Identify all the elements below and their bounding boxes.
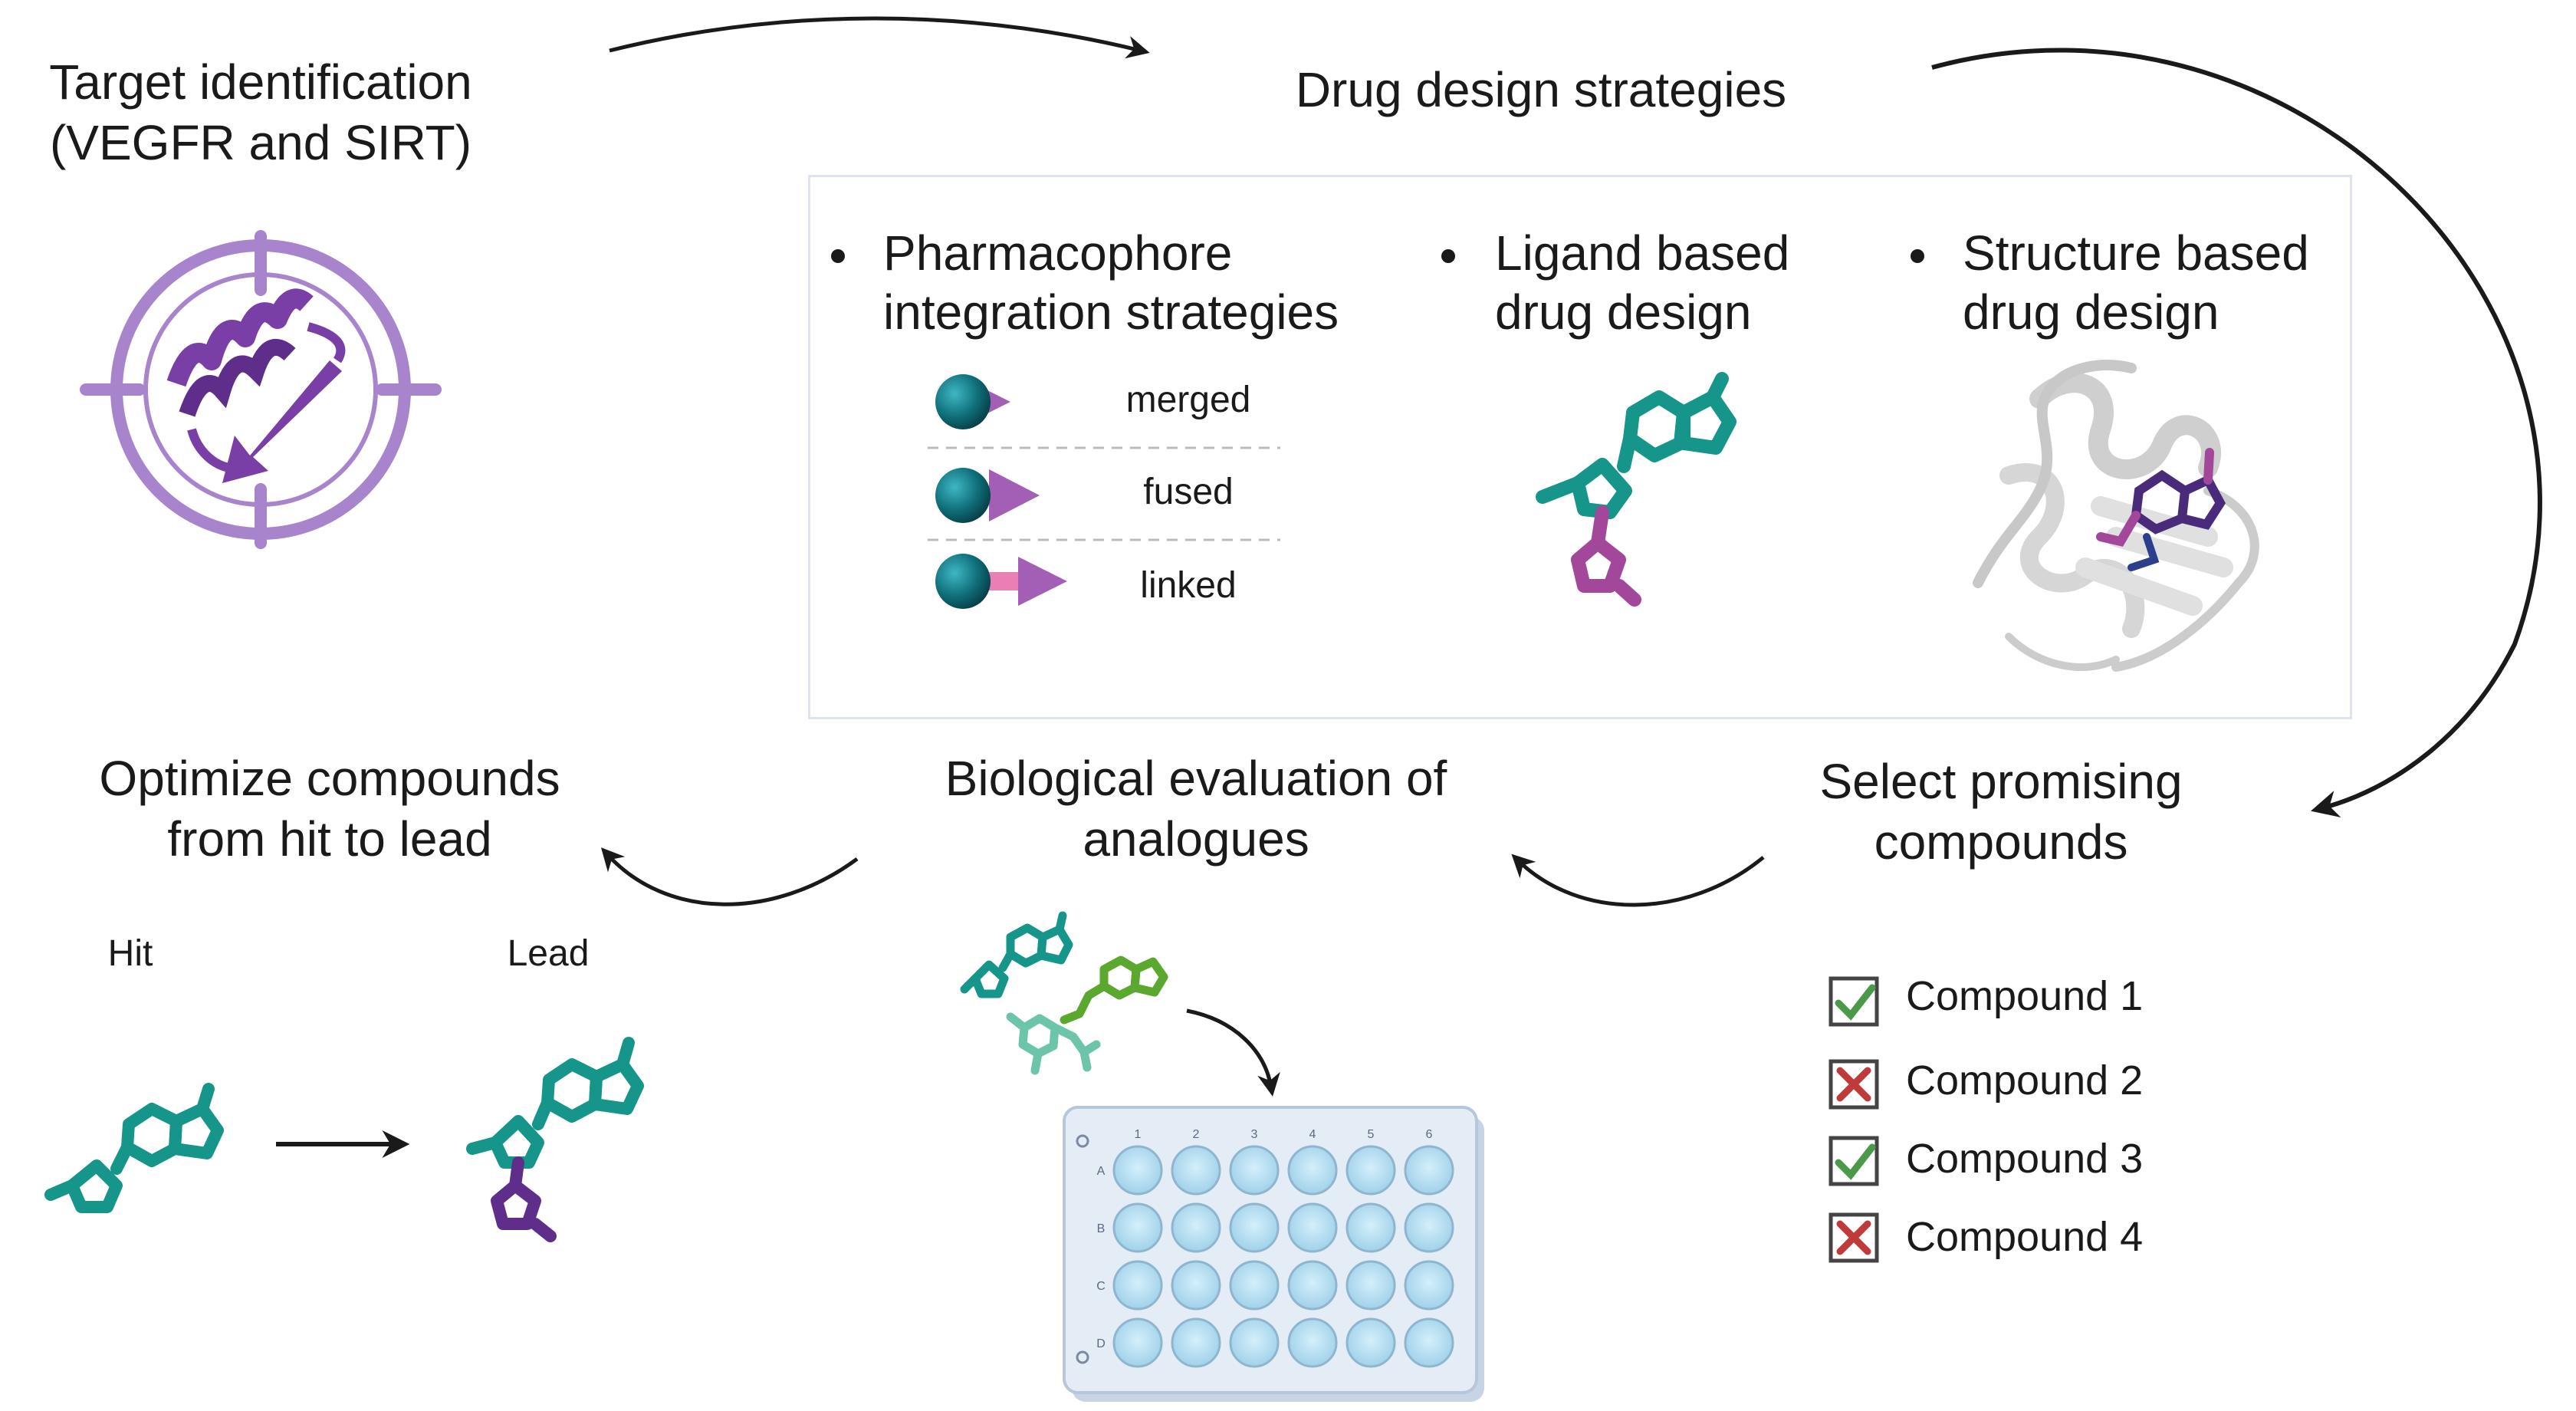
plate-well xyxy=(1171,1145,1221,1196)
target-line-2: (VEGFR and SIRT) xyxy=(49,115,472,171)
plate-well xyxy=(1404,1145,1454,1196)
select-line-2: compounds xyxy=(1874,814,2128,870)
target-line-1: Target identification xyxy=(49,54,472,110)
plate-well xyxy=(1229,1202,1280,1253)
arrow-target-to-design xyxy=(609,16,1150,59)
target-identification-label: Target identification (VEGFR and SIRT) xyxy=(15,52,506,174)
bio-line-1: Biological evaluation of xyxy=(945,751,1447,806)
mode-merged-label: merged xyxy=(1125,380,1251,420)
plate-well xyxy=(1287,1317,1338,1368)
compound-4-cross-icon xyxy=(1829,1212,1879,1263)
fused-icon xyxy=(935,468,1040,523)
hit-label: Hit xyxy=(107,933,153,974)
optimize-compounds-label: Optimize compounds from hit to lead xyxy=(46,748,613,870)
target-crosshair-icon xyxy=(80,230,442,549)
plate-well xyxy=(1346,1317,1396,1368)
strategy-3-line-1: Structure based xyxy=(1963,225,2309,281)
plate-well xyxy=(1346,1260,1396,1311)
merged-icon xyxy=(935,374,1010,429)
hit-molecule-icon xyxy=(44,1083,224,1213)
plate-well xyxy=(1346,1202,1396,1253)
mode-linked-label: linked xyxy=(1140,565,1237,606)
strategy-3-line-2: drug design xyxy=(1963,284,2220,340)
plate-column-label: 2 xyxy=(1193,1128,1200,1141)
protein-structure-icon xyxy=(1973,360,2259,672)
arrow-select-to-bio xyxy=(1511,854,1765,907)
bullet-1 xyxy=(831,249,845,263)
lead-molecule-icon xyxy=(466,1037,644,1242)
plate-well xyxy=(1112,1145,1163,1196)
plate-column-label: 6 xyxy=(1426,1128,1433,1141)
strategy-2-line-2: drug design xyxy=(1495,284,1752,340)
plate-row-label: B xyxy=(1097,1222,1106,1235)
plate-well xyxy=(1112,1202,1163,1253)
strategy-structure: Structure based drug design xyxy=(1963,224,2309,342)
plate-row-label: C xyxy=(1096,1280,1106,1293)
select-compounds-label: Select promising compounds xyxy=(1740,752,2262,873)
strategy-pharmacophore: Pharmacophore integration strategies xyxy=(883,224,1339,342)
strategy-ligand: Ligand based drug design xyxy=(1495,224,1789,342)
plate-well xyxy=(1287,1145,1338,1196)
plate-well xyxy=(1287,1202,1338,1253)
plate-column-label: 5 xyxy=(1368,1128,1375,1141)
plate-well xyxy=(1112,1317,1163,1368)
mode-fused-label: fused xyxy=(1143,472,1234,512)
plate-column-label: 4 xyxy=(1309,1128,1316,1141)
compound-4-label: Compound 4 xyxy=(1906,1214,2144,1260)
plate-well xyxy=(1171,1202,1221,1253)
plate-well xyxy=(1171,1317,1221,1368)
optimize-line-2: from hit to lead xyxy=(167,811,492,867)
optimize-line-1: Optimize compounds xyxy=(99,751,560,806)
compound-2-cross-icon xyxy=(1829,1059,1879,1110)
biological-evaluation-label: Biological evaluation of analogues xyxy=(882,748,1510,870)
compound-3-check-icon xyxy=(1829,1136,1879,1186)
plate-well xyxy=(1404,1260,1454,1311)
select-line-1: Select promising xyxy=(1819,754,2183,809)
plate-well xyxy=(1112,1260,1163,1311)
plate-well xyxy=(1287,1260,1338,1311)
well-plate-icon: 1 2 3 4 5 6 A B C D xyxy=(1063,1106,1484,1402)
strategy-1-line-2: integration strategies xyxy=(883,284,1339,340)
strategy-1-line-1: Pharmacophore xyxy=(883,225,1233,281)
strategy-2-line-1: Ligand based xyxy=(1495,225,1790,281)
plate-column-label: 1 xyxy=(1135,1128,1142,1141)
analogue-molecules-icon xyxy=(960,911,1168,1075)
plate-well xyxy=(1229,1145,1280,1196)
bullet-2 xyxy=(1441,249,1455,263)
lead-label: Lead xyxy=(507,933,590,974)
plate-row-label: D xyxy=(1096,1337,1106,1350)
plate-well xyxy=(1404,1317,1454,1368)
compound-1-check-icon xyxy=(1829,976,1879,1027)
ligand-molecule-icon xyxy=(1536,372,1737,607)
plate-column-label: 3 xyxy=(1251,1128,1258,1141)
plate-row-label: A xyxy=(1097,1165,1106,1178)
plate-well xyxy=(1229,1317,1280,1368)
drug-design-title-text: Drug design strategies xyxy=(1295,62,1787,117)
plate-well xyxy=(1229,1260,1280,1311)
compound-2-label: Compound 2 xyxy=(1906,1057,2144,1103)
arrow-to-plate xyxy=(1186,1008,1280,1097)
bullet-3 xyxy=(1911,249,1924,263)
arrow-design-to-select xyxy=(1931,48,2542,817)
plate-well xyxy=(1404,1202,1454,1253)
drug-design-title: Drug design strategies xyxy=(1196,60,1886,120)
compound-3-label: Compound 3 xyxy=(1906,1136,2144,1182)
plate-well xyxy=(1171,1260,1221,1311)
bio-line-2: analogues xyxy=(1083,811,1309,867)
plate-well xyxy=(1346,1145,1396,1196)
compound-checklist xyxy=(1829,976,1879,1263)
linked-icon xyxy=(935,554,1067,609)
arrow-bio-to-optimize xyxy=(600,847,859,906)
compound-1-label: Compound 1 xyxy=(1906,973,2144,1019)
